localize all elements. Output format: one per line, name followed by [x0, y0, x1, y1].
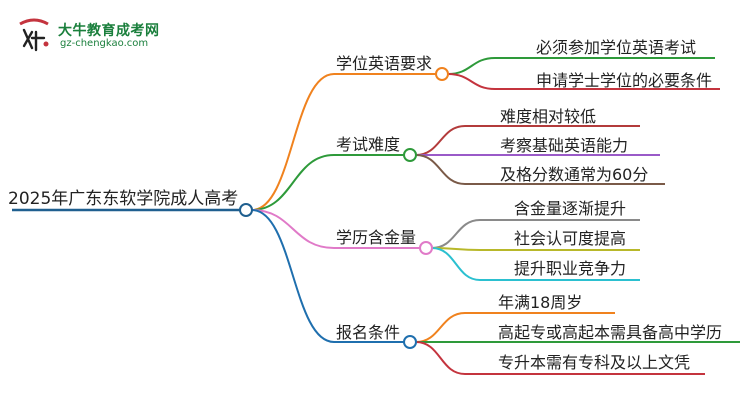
branch-exam-difficulty-label[interactable]: 考试难度 — [336, 135, 401, 154]
leaf-necessary-condition-label[interactable]: 申请学士学位的必要条件 — [536, 71, 713, 90]
root-node-label[interactable]: 2025年广东东软学院成人高考 — [8, 189, 239, 209]
leaf-connector — [415, 125, 466, 156]
bull-logo-icon — [19, 18, 49, 52]
leaf-connector — [415, 341, 466, 375]
leaf-basic-english-label[interactable]: 考察基础英语能力 — [500, 136, 629, 155]
leaf-connector — [415, 312, 466, 343]
site-logo-title: 大牛教育成考网 — [58, 23, 160, 39]
leaf-connector — [431, 219, 481, 249]
leaf-relatively-easy-label[interactable]: 难度相对较低 — [500, 107, 597, 126]
leaf-connector — [431, 247, 481, 281]
branch-degree-english-label[interactable]: 学位英语要求 — [336, 54, 433, 73]
branch-connector — [251, 209, 335, 343]
leaf-connector — [447, 73, 496, 90]
leaf-college-diploma-label[interactable]: 专升本需有专科及以上文凭 — [498, 353, 691, 372]
leaf-career-competitiveness-label[interactable]: 提升职业竞争力 — [514, 259, 627, 278]
leaf-must-take-exam-label[interactable]: 必须参加学位英语考试 — [536, 38, 697, 57]
site-logo[interactable]: 大牛教育成考网 gz-chengkao.com — [14, 18, 164, 54]
branch-node-dot — [403, 335, 417, 349]
leaf-connector — [415, 154, 466, 185]
branch-connector — [251, 209, 335, 249]
branch-connector — [251, 154, 335, 211]
leaf-age-18-label[interactable]: 年满18周岁 — [498, 293, 583, 312]
leaf-high-school-label[interactable]: 高起专或高起本需具备高中学历 — [498, 323, 723, 342]
leaf-value-increasing-label[interactable]: 含金量逐渐提升 — [514, 199, 627, 218]
leaf-social-recognition-label[interactable]: 社会认可度提高 — [514, 229, 627, 248]
root-node-dot — [239, 203, 253, 217]
branch-degree-value-label[interactable]: 学历含金量 — [336, 228, 417, 247]
site-logo-url: gz-chengkao.com — [60, 38, 149, 49]
leaf-connector — [447, 57, 496, 75]
leaf-pass-score-label[interactable]: 及格分数通常为60分 — [500, 165, 649, 184]
branch-node-dot — [403, 148, 417, 162]
branch-connector — [251, 73, 335, 211]
branch-node-dot — [435, 67, 449, 81]
branch-registration-label[interactable]: 报名条件 — [336, 323, 401, 342]
branch-node-dot — [419, 241, 433, 255]
